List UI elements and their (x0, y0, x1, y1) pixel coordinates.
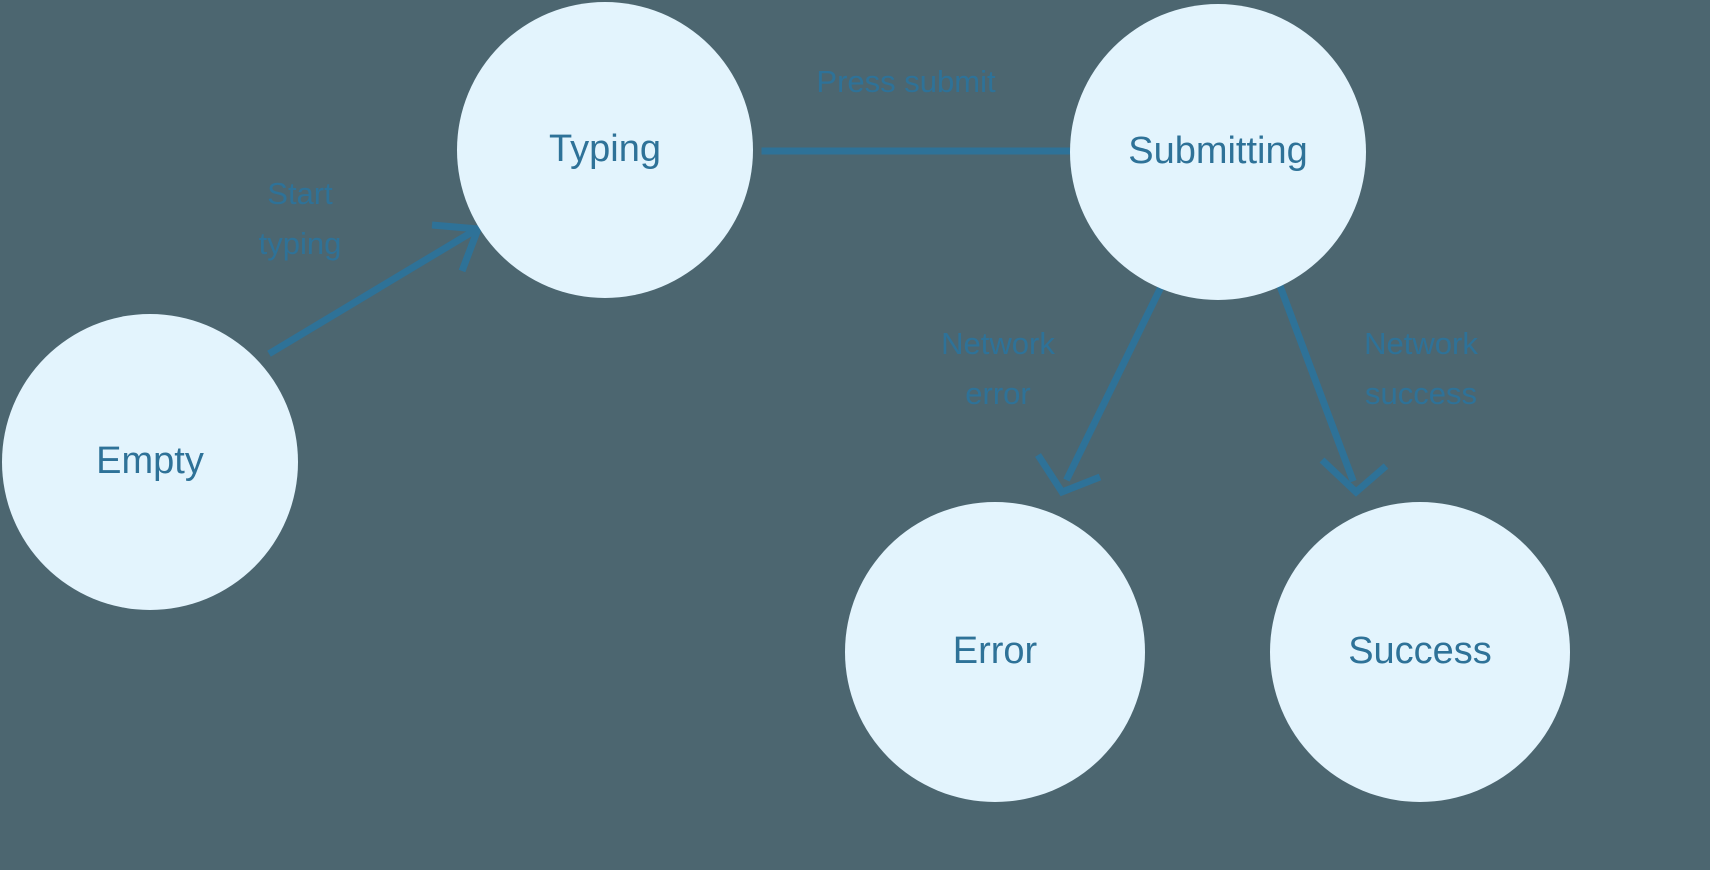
state-node-error[interactable]: Error (845, 502, 1145, 802)
state-node-label-submitting: Submitting (1128, 130, 1308, 172)
state-node-submitting[interactable]: Submitting (1070, 4, 1366, 300)
edge-label-line: error (965, 376, 1030, 411)
edge-label-submitting-to-success: Network success (1364, 326, 1478, 411)
state-node-label-empty: Empty (96, 440, 204, 482)
edge-submitting-to-error (1035, 280, 1167, 497)
edge-label-typing-to-submitting: Press submit (816, 64, 996, 99)
arrowhead-icon-empty-to-typing (431, 221, 483, 273)
state-node-success[interactable]: Success (1270, 502, 1570, 802)
state-node-circle-empty[interactable] (2, 314, 298, 610)
edge-line-submitting-to-success (1275, 281, 1357, 483)
state-node-empty[interactable]: Empty (2, 314, 298, 610)
edges-layer (267, 117, 1389, 497)
edge-submitting-to-success (1275, 281, 1389, 497)
edge-label-line: Press submit (816, 64, 996, 99)
state-node-circle-success[interactable] (1270, 502, 1570, 802)
state-node-circle-submitting[interactable] (1070, 4, 1366, 300)
state-node-circle-error[interactable] (845, 502, 1145, 802)
edge-empty-to-typing (267, 221, 483, 357)
edge-label-line: Network (1364, 326, 1478, 361)
arrowhead-icon-submitting-to-error (1035, 453, 1102, 497)
state-node-label-typing: Typing (549, 128, 661, 170)
state-node-label-success: Success (1348, 630, 1492, 672)
state-node-typing[interactable]: Typing (457, 2, 753, 298)
edge-label-line: Start (267, 176, 333, 211)
edge-line-empty-to-typing (267, 227, 477, 357)
edge-label-submitting-to-error: Network error (941, 326, 1055, 411)
edge-label-line: success (1365, 376, 1477, 411)
edge-label-line: typing (259, 226, 342, 261)
edge-label-line: Network (941, 326, 1055, 361)
arrowhead-icon-submitting-to-success (1319, 457, 1389, 497)
edge-line-submitting-to-error (1063, 280, 1167, 482)
state-node-circle-typing[interactable] (457, 2, 753, 298)
edge-label-empty-to-typing: Start typing (259, 176, 342, 261)
state-node-label-error: Error (953, 630, 1038, 672)
